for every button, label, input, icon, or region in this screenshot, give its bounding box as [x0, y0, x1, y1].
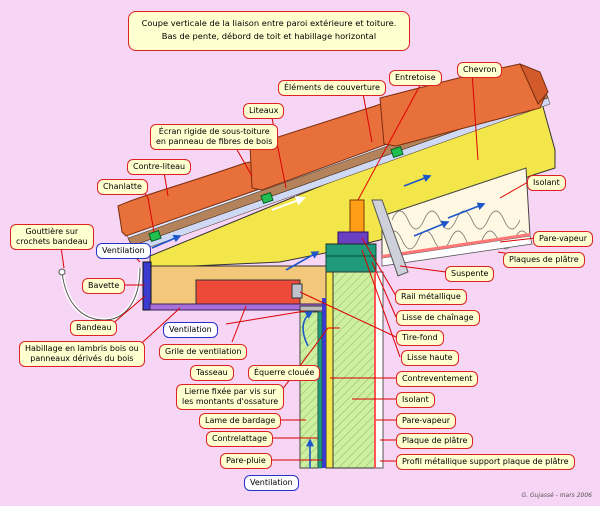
label-bandeau: Bandeau — [70, 320, 118, 336]
label-isolant-toit: Isolant — [527, 175, 566, 191]
label-chanlatte: Chanlatte — [97, 179, 148, 195]
wall-cladding-hatch — [300, 312, 318, 468]
label-plaque-platre: Plaque de plâtre — [396, 433, 474, 449]
label-gouttiere-line-1: Gouttière sur — [25, 227, 79, 236]
label-lierne-line-2: les montants d'ossature — [182, 397, 279, 406]
label-lisse-haute: Lisse haute — [401, 350, 459, 366]
roof-insulation-waves — [385, 230, 531, 250]
diagram-title: Coupe verticale de la liaison entre paro… — [128, 11, 410, 51]
label-ventilation-milieu: Ventilation — [163, 322, 218, 338]
wall-vapour — [374, 272, 376, 468]
batten-1 — [260, 191, 274, 205]
label-pare-vapeur-mur: Pare-vapeur — [396, 413, 457, 429]
label-ventilation-haut: Ventilation — [96, 243, 151, 259]
label-gouttiere-line-2: crochets bandeau — [16, 237, 88, 246]
label-contre-liteau: Contre-liteau — [127, 159, 192, 175]
label-lame-bardage: Lame de bardage — [199, 413, 282, 429]
label-ventilation-bas: Ventilation — [244, 475, 299, 491]
label-ecran-line-1: Écran rigide de sous-toiture — [158, 127, 270, 136]
wall-contrelattage — [317, 311, 323, 469]
label-liteaux: Liteaux — [243, 103, 285, 119]
wall-plaster — [374, 271, 384, 469]
title-line-2: Bas de pente, débord de toit et habillag… — [161, 31, 377, 41]
gutter-end — [58, 268, 66, 276]
suspente-strip — [371, 199, 409, 277]
bandeau-board — [142, 261, 152, 311]
wall-contreventement — [325, 271, 334, 469]
label-equerre: Équerre clouée — [248, 365, 321, 381]
label-isolant-mur: Isolant — [396, 392, 435, 408]
batten-3 — [148, 229, 162, 243]
label-profil-metallique: Profil métallique support plaque de plât… — [396, 454, 575, 470]
airflow-arrows — [151, 174, 486, 468]
label-lisse-chainage: Lisse de chaînage — [396, 310, 480, 326]
label-rail-metallique: Rail métallique — [395, 289, 467, 305]
title-line-1: Coupe verticale de la liaison entre paro… — [141, 18, 397, 28]
label-gouttiere: Gouttière sur crochets bandeau — [10, 224, 94, 250]
label-pare-pluie: Pare-pluie — [220, 453, 272, 469]
label-tire-fond: Tire-fond — [396, 330, 444, 346]
rail-metallique — [337, 231, 369, 245]
gutter-hook — [60, 267, 142, 323]
batten-2 — [390, 145, 404, 159]
label-habillage: Habillage en lambris bois ou panneaux dé… — [19, 341, 145, 367]
label-pare-vapeur-toit: Pare-vapeur — [533, 231, 594, 247]
label-elements-couverture: Éléments de couverture — [278, 80, 386, 96]
label-plaques-platre: Plaques de plâtre — [503, 252, 585, 268]
author-signature: G. Gujassé - mars 2006 — [521, 492, 592, 499]
label-entretoise: Entretoise — [389, 70, 442, 86]
label-grille-ventilation: Grile de ventilation — [159, 344, 248, 360]
label-habillage-line-1: Habillage en lambris bois ou — [25, 344, 139, 353]
ridge-ornament — [519, 63, 549, 105]
label-bavette: Bavette — [82, 278, 126, 294]
equerre-bracket — [291, 283, 303, 299]
label-tasseau: Tasseau — [190, 365, 234, 381]
wall-pare-pluie — [322, 298, 326, 468]
label-contreventement: Contreventement — [396, 371, 479, 387]
label-habillage-line-2: panneaux dérivés du bois — [30, 354, 134, 363]
wall-insulation-hatch — [333, 272, 375, 468]
label-ecran-rigide: Écran rigide de sous-toiture en panneau … — [150, 124, 279, 150]
label-chevron: Chevron — [457, 62, 503, 78]
label-suspente: Suspente — [445, 266, 495, 282]
label-lierne-line-1: Lierne fixée par vis sur — [184, 387, 276, 396]
label-ecran-line-2: en panneau de fibres de bois — [156, 137, 273, 146]
ceiling-vapour-barrier — [382, 233, 530, 258]
label-contrelattage: Contrelattage — [206, 431, 274, 447]
label-lierne: Lierne fixée par vis sur les montants d'… — [176, 384, 285, 410]
